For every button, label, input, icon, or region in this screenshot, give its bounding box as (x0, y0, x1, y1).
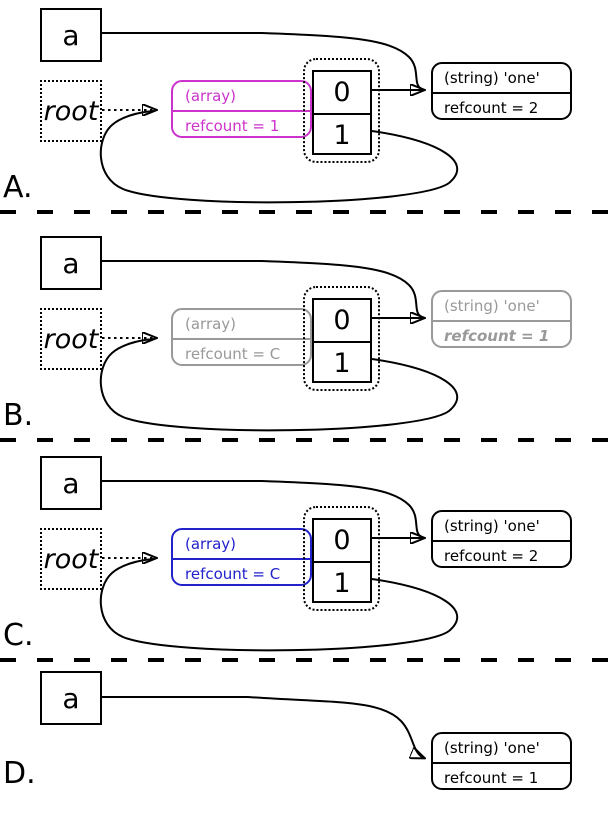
string-type-label: (string) 'one' (444, 69, 540, 87)
panel-label: D. (3, 756, 36, 791)
variable-box-a: a (40, 671, 102, 725)
array-type-label: (array) (185, 535, 237, 553)
panel-label: B. (3, 398, 34, 433)
array-cell-1: 1 (314, 113, 370, 156)
array-cell-1: 1 (314, 341, 370, 384)
array-zval-box: (array) refcount = C (171, 308, 312, 366)
array-cells-box: 0 1 (312, 298, 372, 383)
panel-label: C. (3, 618, 34, 653)
variable-label: a (62, 18, 80, 52)
variable-box-a: a (40, 236, 102, 290)
root-label: root (43, 323, 99, 355)
array-cells-box: 0 1 (312, 70, 372, 155)
array-type-label: (array) (185, 315, 237, 333)
array-cell-0: 0 (333, 77, 351, 108)
variable-label: a (62, 466, 80, 500)
string-zval-box: (string) 'one' refcount = 2 (431, 510, 572, 568)
string-zval-box: (string) 'one' refcount = 1 (431, 732, 572, 790)
variable-box-a: a (40, 456, 102, 510)
array-zval-box: (array) refcount = C (171, 528, 312, 586)
string-refcount-label: refcount = 2 (433, 92, 570, 122)
string-refcount-label: refcount = 2 (433, 540, 570, 570)
string-refcount-label: refcount = 1 (433, 320, 570, 350)
array-cell-0: 0 (333, 525, 351, 556)
array-refcount-label: refcount = 1 (173, 110, 310, 140)
array-refcount-label: refcount = C (173, 558, 310, 588)
panel-d: a (string) 'one' refcount = 1 D. (0, 663, 614, 814)
array-refcount-label: refcount = C (173, 338, 310, 368)
string-refcount-label: refcount = 1 (433, 762, 570, 792)
string-type-label: (string) 'one' (444, 297, 540, 315)
array-cells-box: 0 1 (312, 518, 372, 603)
array-zval-box: (array) refcount = 1 (171, 80, 312, 138)
array-cell-1: 1 (314, 561, 370, 604)
variable-box-a: a (40, 8, 102, 62)
panel-c: a root (array) refcount = C 0 1 (string)… (0, 448, 614, 662)
root-box: root (40, 528, 102, 590)
root-label: root (43, 95, 99, 127)
variable-label: a (62, 246, 80, 280)
array-cell-0: 0 (333, 305, 351, 336)
string-zval-box: (string) 'one' refcount = 1 (431, 290, 572, 348)
root-box: root (40, 80, 102, 142)
string-zval-box: (string) 'one' refcount = 2 (431, 62, 572, 120)
string-type-label: (string) 'one' (444, 517, 540, 535)
string-type-label: (string) 'one' (444, 739, 540, 757)
array-type-label: (array) (185, 87, 237, 105)
panel-label: A. (3, 170, 33, 205)
root-box: root (40, 308, 102, 370)
panel-a: a root (array) refcount = 1 0 1 (string)… (0, 0, 614, 214)
panel-b: a root (array) refcount = C 0 1 (string)… (0, 228, 614, 442)
variable-label: a (62, 681, 80, 715)
root-label: root (43, 543, 99, 575)
